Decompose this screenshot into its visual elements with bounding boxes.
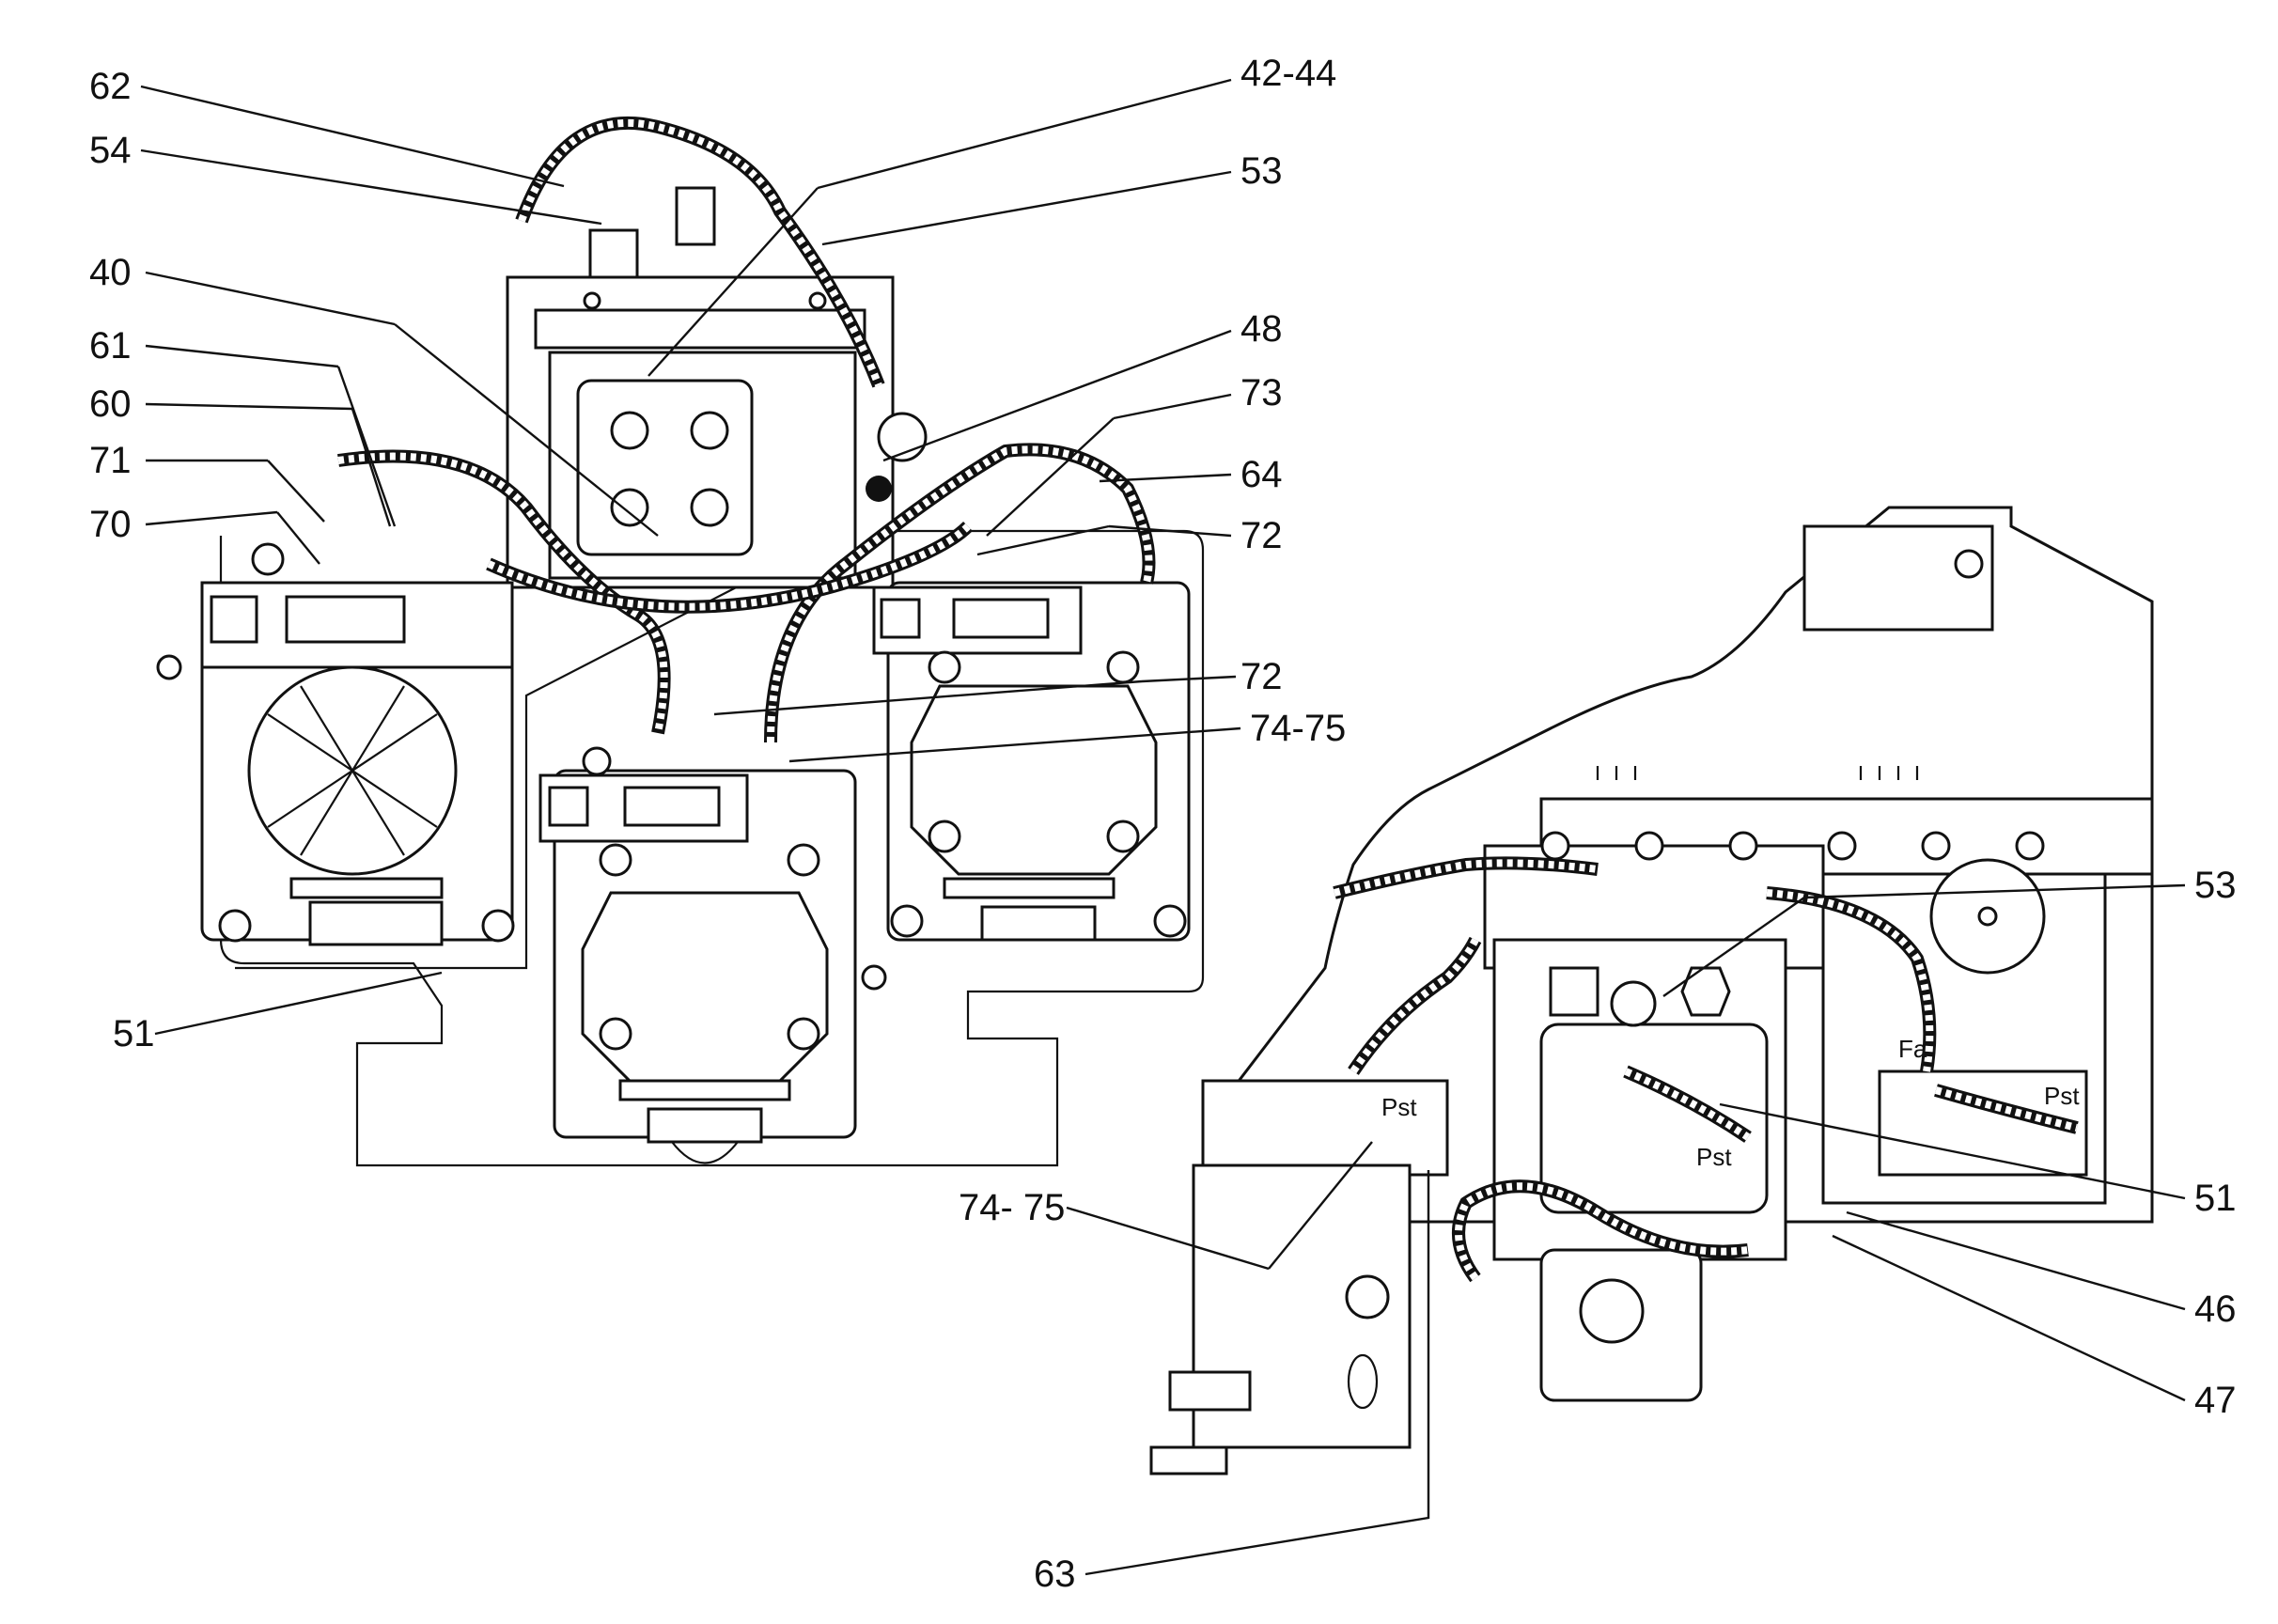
- callout-74-75-right: 74- 75: [959, 1187, 1066, 1228]
- callout-63: 63: [1034, 1554, 1076, 1595]
- callout-70: 70: [89, 504, 132, 545]
- callout-47: 47: [2194, 1380, 2237, 1421]
- port-label-pst-3: Pst: [2044, 1082, 2080, 1110]
- callout-42-44: 42-44: [1240, 53, 1337, 94]
- callout-72-lower: 72: [1240, 656, 1283, 697]
- left-pump: [156, 542, 515, 946]
- callout-60: 60: [89, 383, 132, 425]
- middle-pump: [538, 746, 857, 1164]
- callout-72-upper: 72: [1240, 515, 1283, 556]
- callout-53-left: 53: [1240, 150, 1283, 192]
- leader-lines: [140, 78, 2186, 1576]
- callout-46: 46: [2194, 1288, 2237, 1330]
- callout-54: 54: [89, 130, 132, 171]
- callout-40: 40: [89, 252, 132, 293]
- port-label-fa: Fa: [1898, 1035, 1927, 1063]
- port-label-pst-1: Pst: [1381, 1093, 1417, 1121]
- callout-53-right: 53: [2194, 865, 2237, 906]
- callout-61: 61: [89, 325, 132, 367]
- port-label-pst-2: Pst: [1696, 1143, 1732, 1171]
- left-hoses: [337, 117, 1156, 743]
- top-pump: [506, 186, 928, 589]
- callout-48: 48: [1240, 308, 1283, 350]
- callout-51-right: 51: [2194, 1178, 2237, 1219]
- side-view-assembly: [1149, 506, 2154, 1476]
- callout-62: 62: [89, 66, 132, 107]
- right-pump: [861, 581, 1191, 991]
- callout-73: 73: [1240, 372, 1283, 414]
- callout-74-75-left: 74-75: [1250, 708, 1347, 749]
- side-view-hoses: [1333, 856, 2079, 1283]
- callout-51-left: 51: [113, 1013, 155, 1054]
- callout-71: 71: [89, 440, 132, 481]
- callout-64: 64: [1240, 454, 1283, 495]
